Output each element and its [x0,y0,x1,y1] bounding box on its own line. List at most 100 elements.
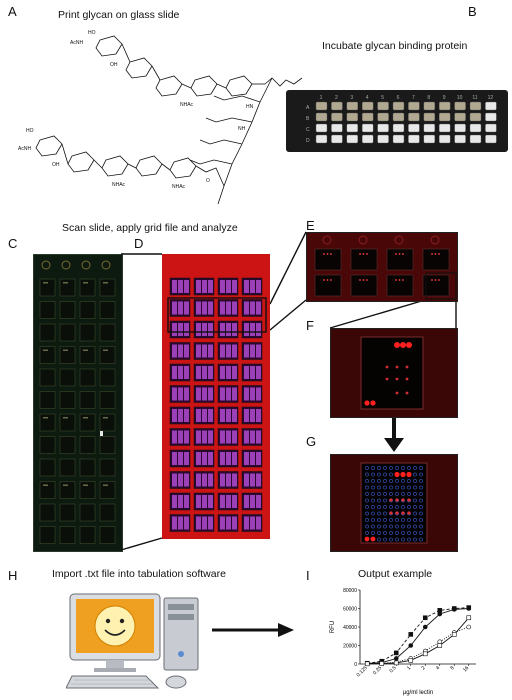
grid-circle [377,498,381,503]
array-spot [385,377,389,381]
grid-circle [407,505,411,509]
series-line [367,608,469,664]
data-point [437,643,443,648]
data-point [422,624,428,630]
bright-spot [406,471,412,478]
bright-spot [370,400,376,406]
grid-circle [419,498,423,503]
sub-array [314,248,342,271]
grid-circle [377,492,381,496]
sub-array [79,368,96,387]
y-axis-label: RFU [330,621,336,633]
sub-array [79,503,96,522]
y-tick-label: 40000 [343,625,357,631]
sub-array [99,323,116,342]
grid-overlay-panel [330,454,458,552]
grid-circle [419,479,423,483]
grid-circle [383,537,387,542]
scanned-slide-red [162,254,270,539]
x-tick-label: 4 [435,665,441,671]
plate-well [346,101,358,111]
plate-column-label: 9 [443,95,446,101]
plate-column-label: 6 [397,95,400,101]
bright-spot [406,342,412,348]
plate-well [315,134,328,144]
plate-well [454,123,466,133]
sub-array [422,248,450,271]
plate-well [361,101,374,111]
data-point [379,661,385,666]
data-point [422,615,428,621]
grid-circle [419,531,423,535]
grid-circle [389,485,393,490]
array-spot-area [360,336,424,410]
data-point [451,606,457,611]
caption-scan: Scan slide, apply grid file and analyze [62,222,238,234]
chem-label-nhac: NHAc [180,102,194,108]
grid-circle [401,479,405,483]
grid-circle [365,518,369,522]
scanned-slide-green [33,254,123,552]
grid-circle [377,537,381,542]
x-tick-label: 16 [462,665,470,673]
grid-circle [401,524,405,529]
plate-well [392,112,405,122]
grid-circle [371,498,375,503]
plate-row-label: D [306,138,310,144]
grid-circle [413,524,417,529]
slide-marker [41,260,51,270]
bright-spot [364,536,370,542]
x-tick-label: 0.5 [389,665,398,674]
grid-circle [377,505,381,509]
grid-circle [377,466,381,470]
panel-label-d: D [134,236,144,251]
data-point [466,624,472,630]
sub-array [422,274,450,297]
plate-well [423,101,436,111]
data-point [437,608,443,613]
data-point [466,615,472,621]
sub-array [350,248,378,271]
grid-circle [371,472,375,477]
series-line [367,607,469,664]
plate-well [377,123,389,133]
plate-well [438,101,451,111]
zoom-single-array-panel [330,328,458,418]
chem-label-nhac-3: NHAc [172,184,186,190]
sub-array [59,526,76,544]
grid-circle [413,505,417,509]
y-tick-label: 0 [354,662,357,668]
grid-circle [377,524,381,529]
grid-circle [365,466,369,470]
plate-column-label: 1 [320,95,323,101]
plate-column-label: 3 [350,95,353,101]
sub-array [39,526,56,544]
array-spot [385,365,389,369]
sub-array [39,301,56,319]
chem-label-o: O [206,178,210,184]
array-spot [405,391,409,395]
plate-well [331,123,343,133]
plate-well [408,101,420,111]
grid-circle [419,492,423,496]
slide-marker [101,260,111,270]
plate-well [377,101,389,111]
grid-circle [407,466,411,470]
panel-label-e: E [306,218,315,233]
grid-circle [383,466,387,470]
plate-well [392,123,405,133]
grid-circle [419,505,423,509]
grid-circle [401,505,405,509]
plate-well [377,134,389,144]
sub-array [350,274,378,297]
zoom-selection-box [167,297,267,333]
grid-circle [389,537,393,542]
grid-circle [371,511,375,516]
sub-array [79,458,96,477]
grid-circle [377,511,381,516]
grid-circle [419,485,423,490]
sub-array [99,458,116,477]
plate-well [315,112,328,122]
grid-circle [383,505,387,509]
sub-array [79,436,96,454]
